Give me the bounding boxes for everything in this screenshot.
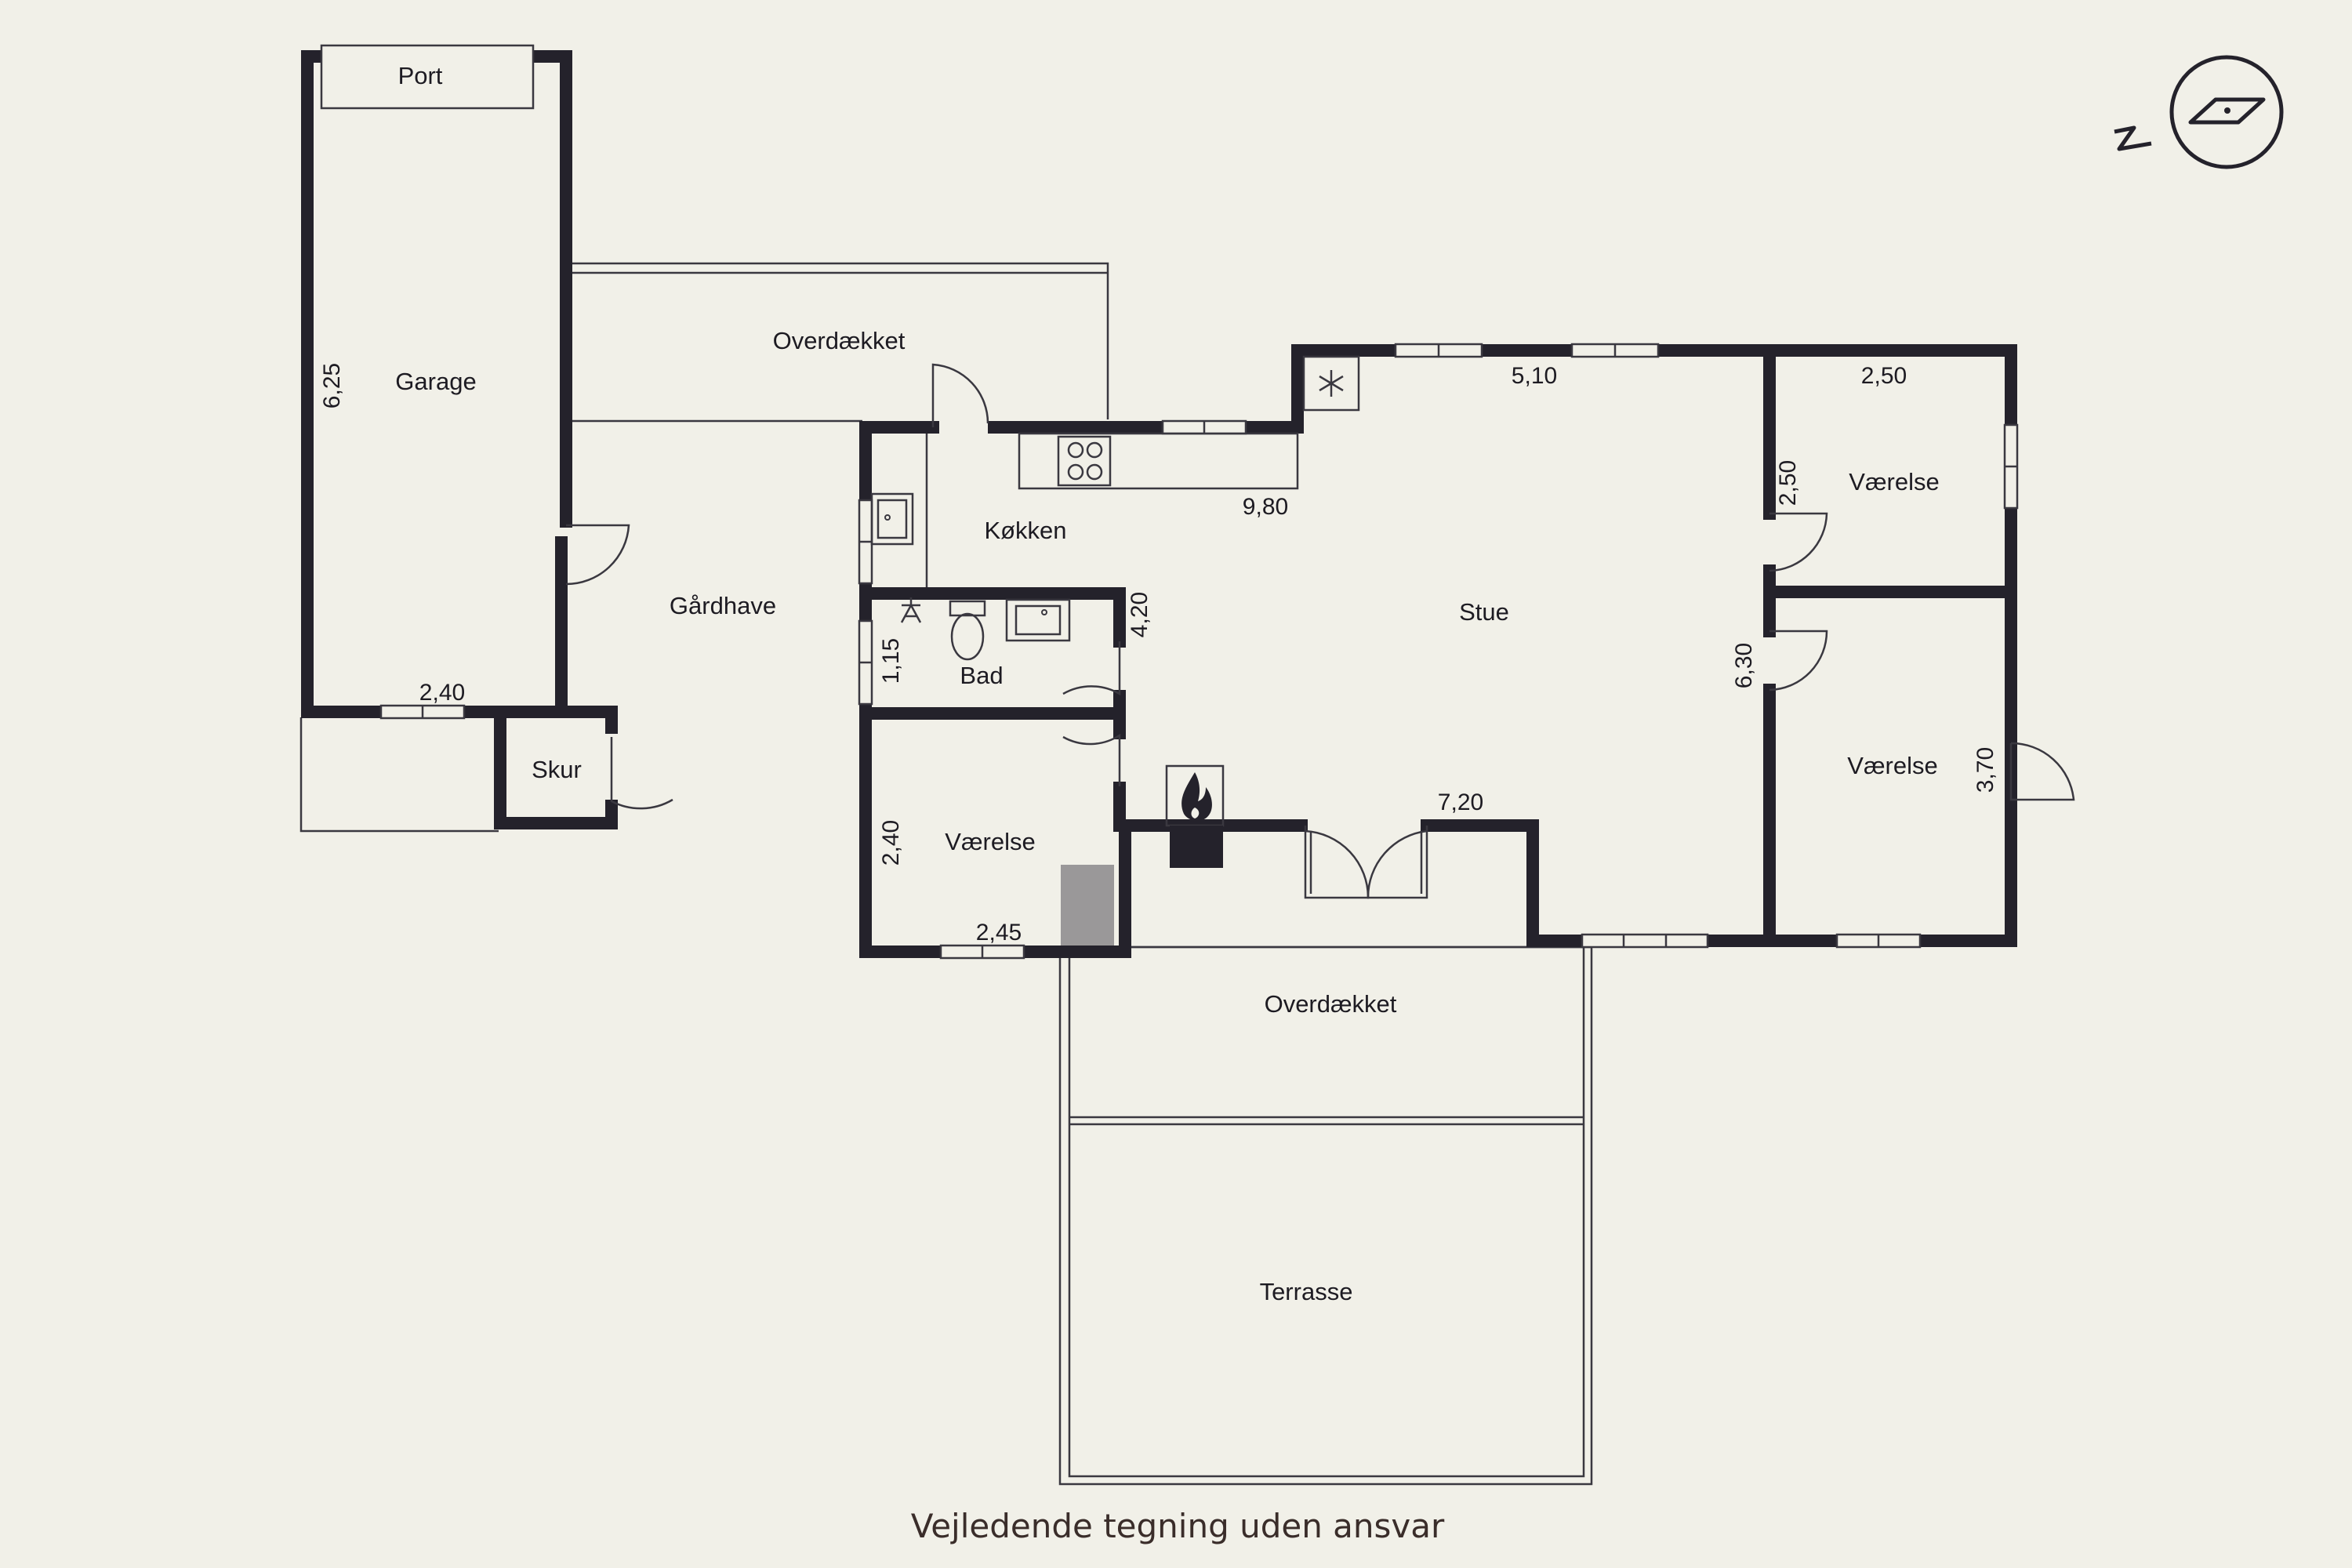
- fixtures: [870, 355, 1360, 946]
- label-koekken: Køkken: [984, 517, 1066, 544]
- shower-icon: [900, 597, 922, 623]
- label-gaardhave: Gårdhave: [670, 592, 776, 619]
- walls: [301, 50, 2017, 958]
- label-port: Port: [398, 62, 443, 89]
- label-vaerelse-left: Værelse: [945, 828, 1035, 855]
- label-terrasse: Terrasse: [1260, 1278, 1353, 1305]
- dim-room-tr-height: 2,50: [1775, 460, 1801, 506]
- snowflake-icon: [1319, 370, 1344, 397]
- label-vaerelse-top-right: Værelse: [1849, 468, 1939, 495]
- label-skur: Skur: [532, 756, 582, 783]
- fridge: [1302, 355, 1360, 412]
- dim-room-left-height: 2,40: [878, 820, 904, 866]
- kitchen-sink: [870, 492, 914, 546]
- dim-bath-width: 4,20: [1127, 592, 1152, 637]
- dim-stue-top: 5,10: [1512, 363, 1557, 389]
- north-compass-icon: [2114, 55, 2284, 169]
- toilet-tank: [949, 600, 986, 617]
- label-vaerelse-bottom-right: Værelse: [1847, 752, 1937, 779]
- dim-bath-height: 1,15: [878, 638, 904, 684]
- label-overdaekket-top: Overdækket: [773, 327, 906, 354]
- dim-room-br-height: 3,70: [1973, 747, 1998, 793]
- fireplace-icon: [1181, 772, 1212, 821]
- label-overdaekket-bottom: Overdækket: [1265, 990, 1397, 1018]
- doors: [565, 363, 2075, 899]
- dim-kitchen-length: 9,80: [1243, 494, 1288, 520]
- bath-sink: [1005, 598, 1071, 642]
- dim-stue-bottom: 7,20: [1438, 789, 1483, 815]
- toilet-bowl: [950, 612, 985, 661]
- dim-room-left-width: 2,45: [976, 920, 1022, 946]
- dim-stue-height: 6,30: [1731, 643, 1757, 688]
- dim-room-tr-width: 2,50: [1861, 363, 1907, 389]
- label-bad: Bad: [960, 662, 1003, 689]
- label-stue: Stue: [1459, 598, 1509, 626]
- caption: Vejledende tegning uden ansvar: [911, 1507, 1445, 1545]
- label-garage: Garage: [395, 368, 476, 395]
- stove-icon: [1057, 435, 1112, 487]
- dim-garage-width: 2,40: [419, 680, 465, 706]
- wardrobe: [1061, 865, 1114, 946]
- windows: [320, 44, 2019, 960]
- outdoor-outlines: [299, 262, 1593, 1486]
- room-labels: Port Garage Overdækket Gårdhave Skur Køk…: [395, 62, 1939, 1305]
- dimension-labels: 6,25 2,40 9,80 5,10 2,50 2,50 6,30 3,70 …: [319, 363, 1998, 946]
- kitchen-counter: [1018, 432, 1299, 490]
- dim-garage-length: 6,25: [319, 363, 345, 408]
